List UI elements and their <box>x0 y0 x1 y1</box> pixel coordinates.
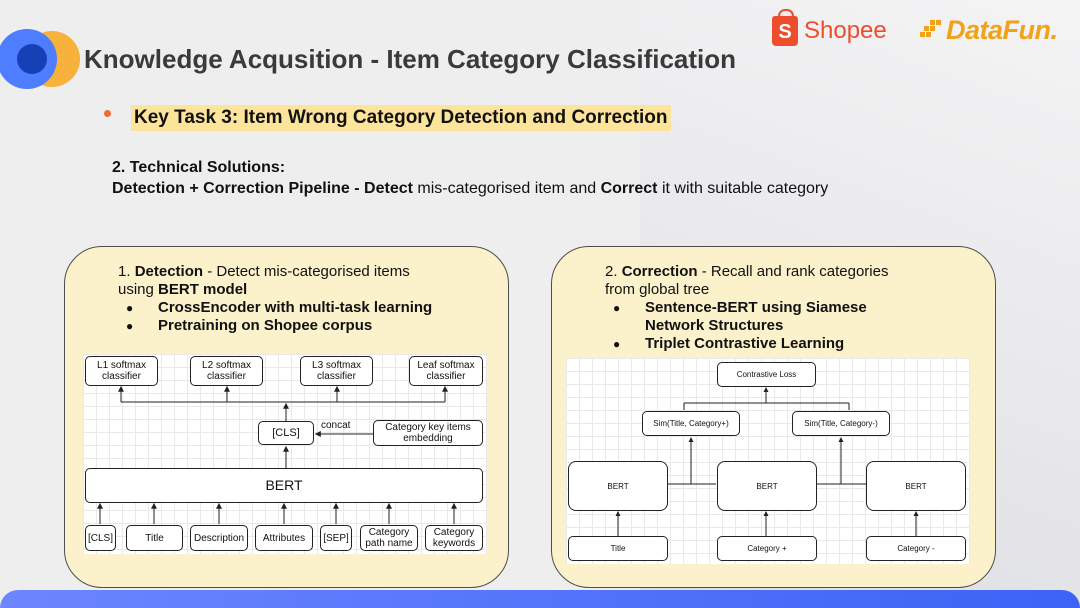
concat-label: concat <box>321 420 351 431</box>
datafun-logo: DataFun. <box>920 15 1058 46</box>
correction-line2: from global tree <box>605 281 710 298</box>
datafun-pixel-icon <box>920 19 941 37</box>
detection-desc: - Detect mis-categorised items <box>203 263 410 280</box>
correct-word: Correct <box>600 180 658 197</box>
detection-bullets: CrossEncoder with multi-task learning Pr… <box>118 299 498 335</box>
input-attributes-box: Attributes <box>255 525 313 551</box>
pipeline-text-mid: mis-categorised item and <box>412 180 601 197</box>
input-title-box: Title <box>126 525 183 551</box>
cls-token-box: [CLS] <box>258 421 314 445</box>
input-title-box: Title <box>568 536 668 561</box>
detection-line2: using BERT model <box>118 281 498 299</box>
input-category-keywords-box: Category keywords <box>425 525 483 551</box>
bert-encoder-box: BERT <box>85 468 483 503</box>
bullet-dot-icon <box>104 110 111 117</box>
l1-classifier-box: L1 softmax classifier <box>85 356 158 386</box>
shopee-logo-text: Shopee <box>804 17 887 44</box>
key-task-heading: Key Task 3: Item Wrong Category Detectio… <box>131 105 671 131</box>
correction-diagram: Contrastive Loss Sim(Title, Category+) S… <box>566 358 970 564</box>
correction-text: 2. Correction - Recall and rank categori… <box>605 263 985 353</box>
sim-negative-box: Sim(Title, Category-) <box>792 411 890 436</box>
input-description-box: Description <box>190 525 248 551</box>
correction-bullets: Sentence-BERT using Siamese Network Stru… <box>605 299 985 353</box>
l3-classifier-box: L3 softmax classifier <box>300 356 373 386</box>
correction-bullet: Sentence-BERT using Siamese Network Stru… <box>605 299 885 335</box>
shopee-bag-icon: S <box>772 9 798 46</box>
input-sep-box: [SEP] <box>320 525 352 551</box>
correction-diagram-arrows <box>615 387 919 536</box>
correction-name: Correction <box>621 263 698 280</box>
pipeline-text-end: it with suitable category <box>657 180 829 197</box>
correction-line1: 2. Correction - Recall and rank categori… <box>605 263 985 281</box>
detection-number: 1. <box>118 263 135 280</box>
correction-desc: - Recall and rank categories <box>697 263 889 280</box>
input-category-negative-box: Category - <box>866 536 966 561</box>
page-title: Knowledge Acqusition - Item Category Cla… <box>84 44 737 74</box>
l2-classifier-box: L2 softmax classifier <box>190 356 263 386</box>
sim-positive-box: Sim(Title, Category+) <box>642 411 740 436</box>
bert-category-negative-box: BERT <box>866 461 966 511</box>
bottom-accent-bar <box>0 590 1080 608</box>
detection-diagram-arrows <box>97 385 457 524</box>
detect-word: Detect <box>364 180 413 197</box>
correction-bullet: Triplet Contrastive Learning <box>605 335 985 353</box>
pipeline-label: Detection + Correction Pipeline - <box>112 180 365 197</box>
datafun-logo-text: DataFun. <box>946 15 1058 45</box>
leaf-classifier-box: Leaf softmax classifier <box>409 356 483 386</box>
detection-name: Detection <box>134 263 204 280</box>
pipeline-description: Detection + Correction Pipeline - Detect… <box>112 180 828 198</box>
category-key-embedding-box: Category key items embedding <box>373 420 483 446</box>
input-category-path-box: Category path name <box>360 525 418 551</box>
detection-bullet: CrossEncoder with multi-task learning <box>118 299 498 317</box>
detection-bullet: Pretraining on Shopee corpus <box>118 317 498 335</box>
input-cls-box: [CLS] <box>85 525 116 551</box>
bert-title-box: BERT <box>568 461 668 511</box>
contrastive-loss-box: Contrastive Loss <box>717 362 816 387</box>
correction-number: 2. <box>605 263 622 280</box>
detection-diagram: L1 softmax classifier L2 softmax classif… <box>83 354 487 554</box>
detection-text: 1. Detection - Detect mis-categorised it… <box>118 263 498 335</box>
technical-heading: 2. Technical Solutions: <box>112 159 286 176</box>
decorative-circles-logo <box>0 29 80 89</box>
shopee-logo: S Shopee <box>772 9 887 46</box>
detection-line2-prefix: using <box>118 281 159 298</box>
detection-line1: 1. Detection - Detect mis-categorised it… <box>118 263 498 281</box>
bert-category-positive-box: BERT <box>717 461 817 511</box>
detection-model: BERT model <box>158 281 248 298</box>
input-category-positive-box: Category + <box>717 536 817 561</box>
